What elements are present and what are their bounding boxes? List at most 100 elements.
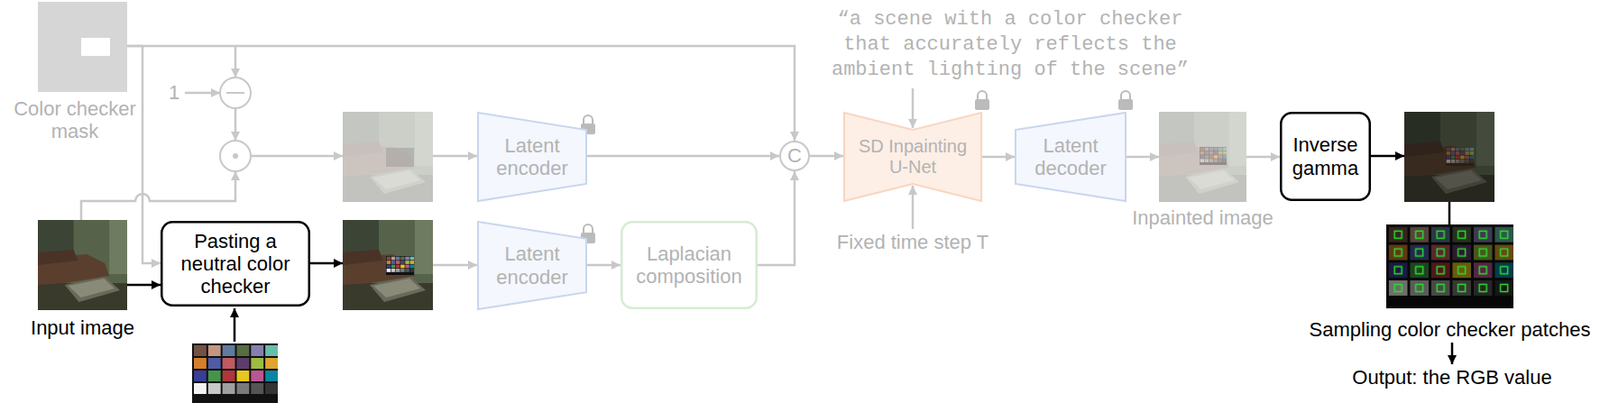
patch-grid [1386, 224, 1514, 309]
connector-arrow [809, 155, 844, 158]
minus-operator [226, 91, 245, 94]
unet-block: SD Inpainting U-Net [843, 111, 983, 203]
image-frame [37, 220, 128, 311]
prompt-text: “a scene with a color checker that accur… [825, 7, 1195, 83]
inpainted-photo [1158, 111, 1247, 203]
patch-grid [1386, 224, 1514, 296]
operator-circle: C [779, 140, 810, 172]
connector-arrow [757, 171, 795, 266]
image-panel: Inpainted image [1158, 111, 1247, 203]
color-checker-chart [192, 343, 278, 404]
image-panel: Input image [37, 220, 128, 311]
wire [233, 308, 237, 342]
connector-arrow [1246, 156, 1280, 159]
node-label: Latent decoder [1025, 134, 1116, 181]
connector-arrow [127, 45, 795, 141]
minus-operator [220, 77, 251, 109]
image-frame [37, 1, 128, 92]
node-label: Inverse gamma [1290, 133, 1361, 180]
node-text: Pasting a neutral color checker [160, 229, 311, 299]
wire [911, 185, 915, 230]
color-checker-chart [192, 343, 278, 404]
outline-shape [478, 112, 587, 202]
outline-shape [1015, 112, 1126, 202]
masked-photo [342, 111, 433, 203]
pasted-photo [342, 220, 433, 311]
output-photo [1404, 111, 1495, 203]
image-caption: Inpainted image [1131, 206, 1274, 230]
pasted-photo [342, 220, 433, 311]
node-text: Inverse gamma [1279, 133, 1371, 180]
masked-photo [386, 147, 414, 167]
lock-icon [1118, 99, 1133, 111]
node-label: C [787, 144, 802, 167]
wire [81, 171, 236, 221]
mask-picture [37, 1, 128, 92]
image-panel: Sampling color checker patches [1386, 224, 1514, 309]
outline-shape [1280, 112, 1371, 201]
wire [234, 156, 1453, 365]
minus-operator [220, 77, 251, 109]
lock-icon [977, 91, 987, 101]
image-caption: Input image [30, 316, 135, 340]
process-box: Pasting a neutral color checker [160, 220, 311, 307]
lock-icon [583, 224, 593, 234]
node-text: SD Inpainting U-Net [843, 136, 983, 178]
connector-arrow [587, 155, 780, 158]
decoder-block: Latent decoder [1014, 111, 1127, 203]
inpainted-photo [1158, 111, 1247, 203]
lock-icon [1121, 91, 1131, 101]
outline-shape [780, 141, 810, 171]
node-text: Latent encoder [477, 134, 588, 181]
node-text: Laplacian composition [620, 242, 758, 289]
node-text: Latent decoder [1014, 134, 1127, 181]
inpainted-photo [1158, 111, 1247, 203]
node-text: C [787, 144, 802, 167]
encoder-block: Latent encoder [477, 220, 588, 311]
multiply-operator [220, 140, 251, 172]
node-label: SD Inpainting U-Net [848, 136, 977, 178]
connector-arrow [1126, 156, 1159, 159]
image-frame [1386, 224, 1514, 309]
patch-grid [1386, 224, 1514, 309]
image-caption: Color checker mask [12, 97, 138, 144]
process-box: Laplacian composition [620, 220, 758, 310]
node-label: Pasting a neutral color checker [171, 229, 300, 299]
wire [1448, 202, 1452, 225]
process-box: Inverse gamma [1279, 111, 1371, 202]
connector-arrow [127, 45, 161, 264]
pasted-photo [386, 256, 414, 276]
encoder-block: Latent encoder [477, 111, 588, 203]
input-photo [37, 220, 128, 311]
node-label: Laplacian composition [631, 242, 747, 289]
image-panel: Color checker mask [37, 1, 128, 92]
output-photo [1404, 111, 1495, 203]
wire [234, 108, 238, 141]
wire [310, 262, 343, 266]
image-frame [1158, 111, 1247, 203]
output-photo [1445, 147, 1474, 166]
connector-arrow [587, 264, 621, 267]
wire [1370, 155, 1405, 158]
masked-photo [342, 111, 433, 203]
outline-shape [478, 221, 587, 310]
wire [432, 264, 478, 267]
wire [911, 88, 915, 129]
connector-arrow [982, 156, 1015, 159]
outline-shape [844, 112, 982, 202]
node-label: Latent encoder [487, 134, 577, 181]
image-caption: Sampling color checker patches [1309, 318, 1591, 341]
wire [432, 155, 478, 158]
lock-icon [583, 115, 593, 125]
outline-shape [621, 221, 757, 309]
wire [250, 155, 343, 158]
multiply-operator [220, 140, 251, 172]
masked-photo [342, 111, 433, 203]
mask-picture [37, 1, 128, 92]
lock-icon [974, 99, 990, 111]
lock-icon [580, 91, 1133, 244]
note-label: Fixed time step T [836, 230, 989, 254]
connector-arrow [127, 284, 161, 287]
